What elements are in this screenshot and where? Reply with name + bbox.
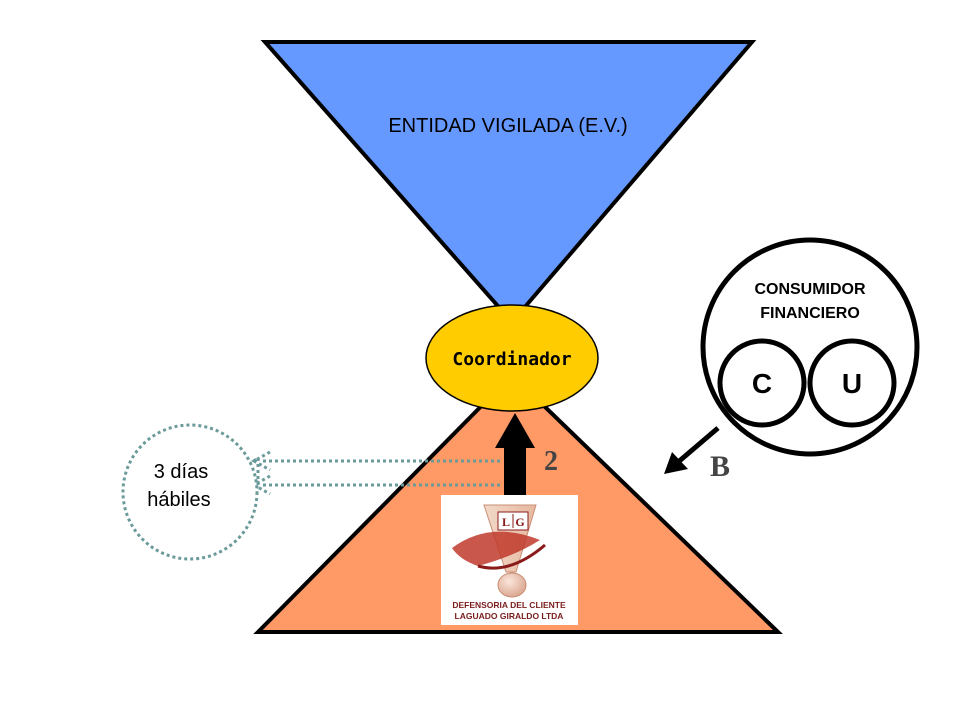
consumer-c-letter: C (752, 368, 772, 399)
consumer-u-circle (807, 338, 897, 428)
top-triangle (260, 40, 757, 326)
logo-line2: LAGUADO GIRALDO LTDA (455, 611, 564, 621)
coordinator-ellipse (425, 304, 599, 412)
consumer-line2: FINANCIERO (760, 305, 860, 322)
arrow-letter: B (710, 450, 730, 483)
consumer-c-circle (717, 338, 807, 428)
step-number: 2 (544, 446, 558, 477)
coordinator-label: Coordinador (452, 349, 571, 370)
time-note-line1: 3 días (154, 461, 208, 483)
consumer-line1: CONSUMIDOR (754, 281, 866, 298)
diagonal-arrow (664, 426, 720, 474)
logo-ribbon (452, 531, 540, 566)
logo-initial-right: G (515, 515, 524, 529)
top-triangle-label: ENTIDAD VIGILADA (E.V.) (388, 115, 627, 137)
time-note-line2: hábiles (147, 489, 210, 511)
consumer-u-letter: U (842, 368, 862, 399)
time-note-circle (121, 423, 259, 561)
logo-line1: DEFENSORIA DEL CLIENTE (452, 600, 566, 610)
logo-initial-left: L (502, 515, 510, 529)
logo-ball (497, 572, 527, 598)
logo: L G DEFENSORIA DEL CLIENTE LAGUADO GIRAL… (441, 495, 578, 625)
up-arrow (495, 413, 535, 498)
consumer-circle (700, 237, 920, 457)
